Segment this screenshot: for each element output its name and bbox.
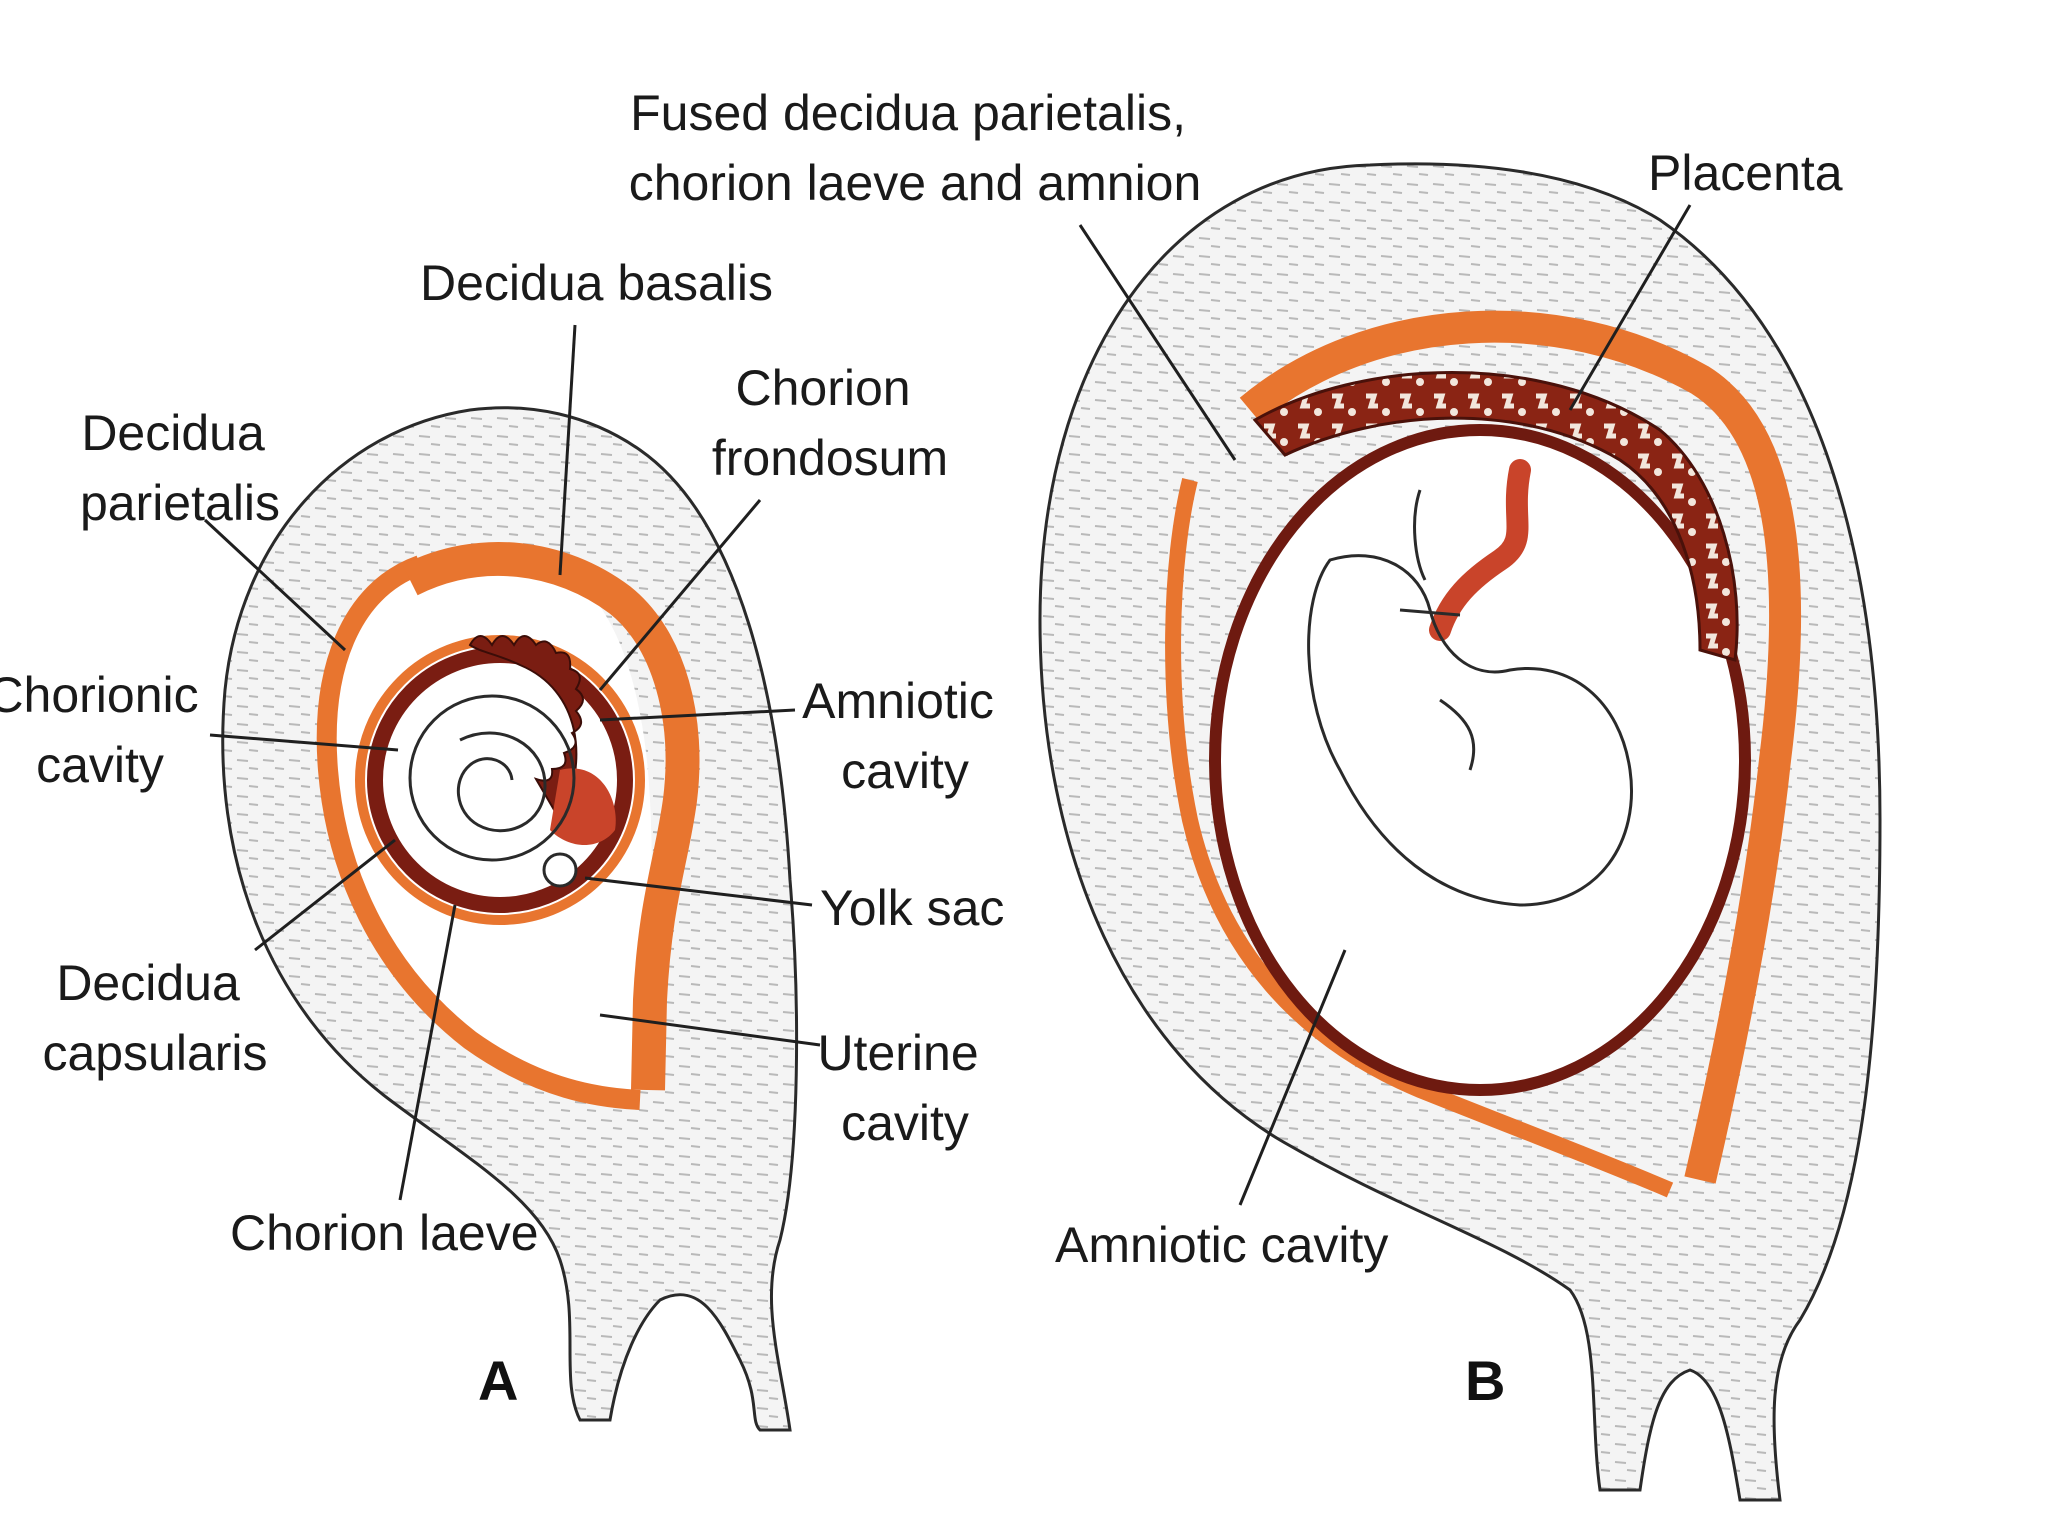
leader-chorion-frondosum [598,499,762,691]
panel-a-decidua-basalis-shape [402,542,700,1091]
leader-chorionic-cavity [209,733,399,752]
label-decidua-parietalis: Decidua parietalis [80,405,280,531]
label-decidua-capsularis: Decidua capsularis [42,955,267,1081]
label-chorion-frondosum: Chorion frondosum [712,360,948,486]
label-amniotic-cavity: Amniotic cavity [802,673,1008,799]
panel-b-fetus-outline [1307,554,1633,907]
label-placenta: Placenta [1648,145,1843,201]
label-chorionic-cavity: Chorionic cavity [0,667,213,793]
label-uterine-cavity: Uterine cavity [817,1025,992,1151]
panel-b-decidua-shape [1239,310,1802,1184]
leader-amniotic-cavity [599,708,796,722]
panel-b-umbilical-cord [1429,459,1531,641]
leader-placenta [1568,204,1692,411]
label-yolk-sac: Yolk sac [820,880,1004,936]
panel-a-yolk-sac-shape [542,852,578,888]
panel-b [1038,162,1882,1502]
leader-fused-membranes [1078,224,1237,461]
panel-a-body-stalk-shape [550,768,616,845]
panel-b-decidua-lower-shape [1165,478,1674,1198]
label-fused-membranes: Fused decidua parietalis, chorion laeve … [629,85,1202,211]
leader-decidua-basalis [558,324,577,576]
panel-b-amniotic-sac [1209,424,1751,1096]
label-chorion-laeve: Chorion laeve [230,1205,539,1261]
label-amniotic-cavity-b: Amniotic cavity [1055,1217,1388,1273]
panel-b-placenta-shape [1252,371,1739,662]
leader-yolk-sac [584,876,813,907]
leader-decidua-parietalis [203,518,347,652]
panel-a-amnion-ring [408,694,576,862]
leader-lines [203,204,1692,1206]
leader-chorion-laeve [398,904,457,1201]
panel-a-embryo-outline [456,731,547,833]
panel-a-decidua-parietalis-shape [316,555,641,1110]
leader-uterine-cavity [599,1013,821,1047]
leader-decidua-capsularis [254,838,396,952]
leader-amniotic-cavity-b [1238,949,1347,1206]
labels: Decidua basalis Chorion frondosum Decidu… [0,85,1843,1412]
label-decidua-basalis: Decidua basalis [420,255,773,311]
panel-b-fetus-limb [1399,489,1476,771]
panel-b-letter: B [1465,1349,1505,1412]
panel-a-letter: A [478,1349,518,1412]
panel-a [221,406,799,1432]
